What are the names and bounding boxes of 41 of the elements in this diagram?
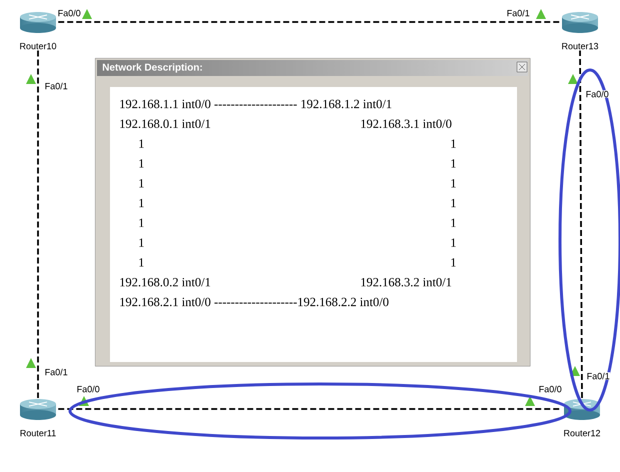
table-text: 1 [139, 159, 144, 168]
router: Router12 [564, 399, 600, 436]
table-text: 192.168.0.2 int0/1 [120, 278, 210, 286]
router: Router10 [20, 12, 56, 50]
node-label: Router12 [564, 430, 600, 436]
table-text: 1 [139, 238, 144, 247]
router: Router13 [562, 12, 598, 50]
table-text: 1 [139, 218, 144, 227]
table-text: 1 [451, 159, 456, 168]
table-text: 1 [139, 179, 144, 188]
port-label: Fa0/0 [76, 385, 100, 393]
table-text: 1 [451, 218, 456, 227]
table-text: 1 [451, 238, 456, 247]
port-label: Fa0/1 [506, 9, 530, 17]
cable-line [58, 408, 562, 410]
node-label: Router10 [20, 42, 56, 50]
table-text: 1 [451, 139, 456, 148]
node-label: Router13 [562, 42, 598, 50]
table-text: 1 [451, 258, 456, 267]
node-label: Router11 [20, 430, 56, 436]
table-text: 1 [139, 198, 144, 208]
table-text: 192.168.1.1 int0/0 -------------------- 192.168.1.2 int0/1 [120, 100, 392, 108]
port-label: Fa0/1 [586, 372, 610, 380]
table-text: 1 [139, 258, 144, 267]
port-label: Fa0/1 [44, 368, 68, 376]
table-text: 192.168.3.2 int0/1 [361, 278, 452, 286]
table-text: 1 [139, 139, 144, 148]
table-text: 1 [451, 179, 456, 188]
port-label: Fa0/0 [57, 9, 82, 17]
table-text: 192.168.2.1 int0/0 --------------------192.168.2.2 int0/0 [120, 298, 388, 306]
dialog-window [95, 58, 530, 366]
cable-line [579, 50, 583, 398]
router: Router11 [20, 399, 56, 436]
table-text: 192.168.3.1 int0/0 [361, 120, 452, 128]
port-label: Fa0/0 [585, 90, 610, 98]
table-text: 1 [451, 198, 456, 208]
port-label: Fa0/1 [44, 82, 68, 90]
port-label: Fa0/0 [538, 385, 562, 393]
cable-line [58, 21, 560, 23]
table-text: 192.168.0.1 int0/1 [120, 120, 210, 128]
window-title: Network Description: [102, 63, 202, 73]
